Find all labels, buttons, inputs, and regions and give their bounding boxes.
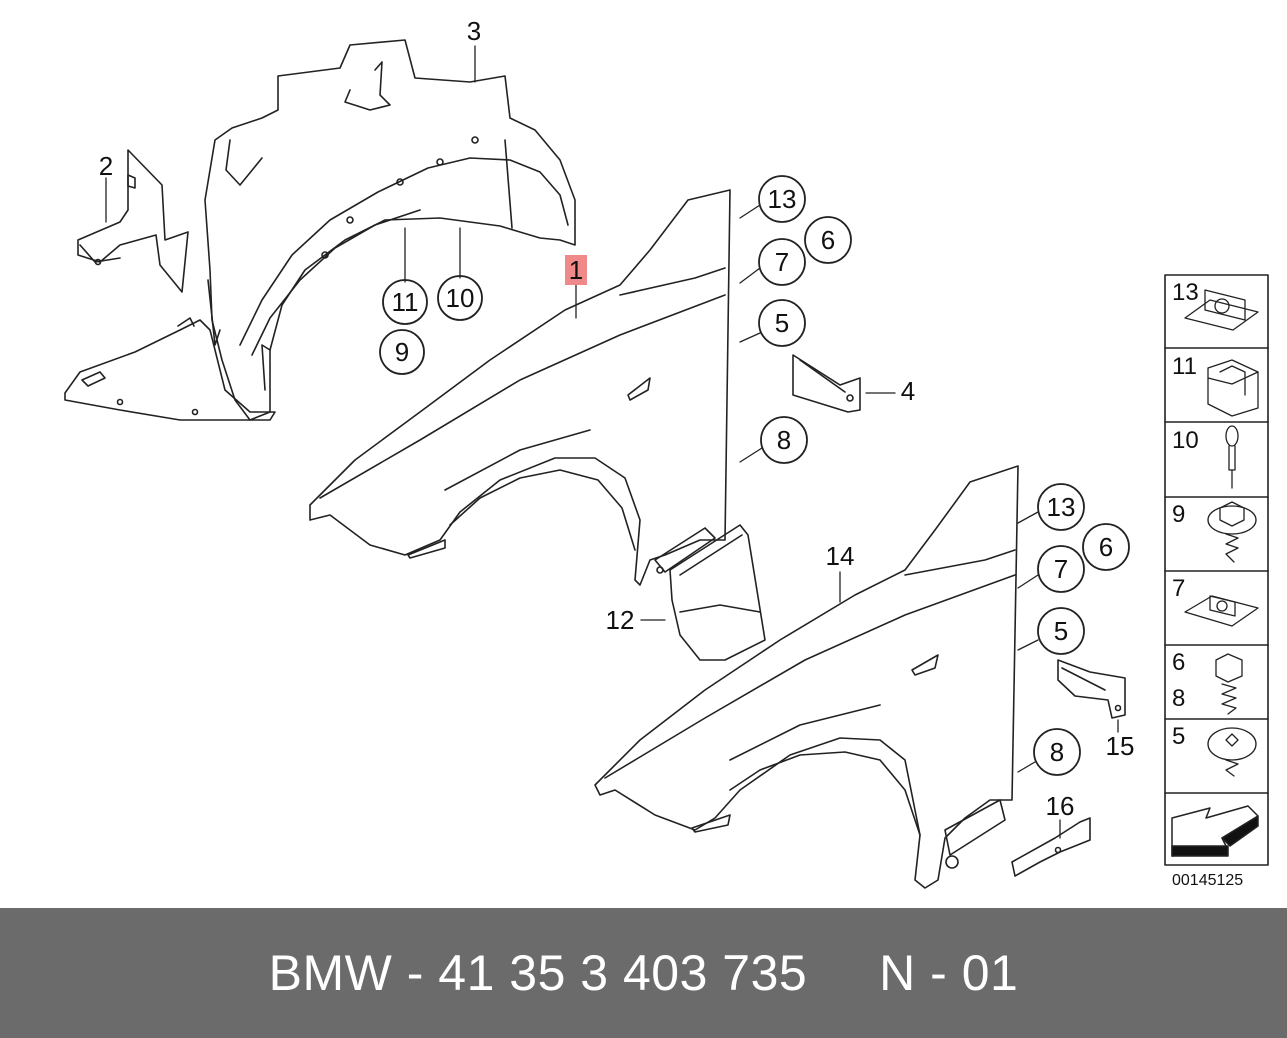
callout-7-lower: 7 [1054,554,1068,584]
plastic-clip-icon [1207,359,1259,417]
part-label-2: 2 [99,151,113,181]
callout-8-lower: 8 [1050,737,1064,767]
sidebar-label-6: 6 [1172,649,1185,676]
callout-11: 11 [392,287,419,317]
callout-7-upper: 7 [775,247,789,277]
diagram-reference-code: 00145125 [1172,872,1243,889]
front-fender [309,189,731,586]
sidebar-label-11: 11 [1172,353,1197,380]
front-fender-variant [594,465,1019,889]
leader-lines [105,45,1119,839]
part-label-3: 3 [467,16,481,46]
part-number-footer: BMW - 41 35 3 403 735 N - 01 [0,908,1287,1038]
part-label-4: 4 [901,376,915,406]
callout-13-lower: 13 [1047,492,1076,522]
sidebar-label-10: 10 [1172,427,1199,454]
sidebar-label-5: 5 [1172,723,1185,750]
sidebar-label-8: 8 [1172,685,1185,712]
rivet-icon [1225,425,1239,489]
part-label-12: 12 [606,605,635,635]
wheel-arch-liner [204,39,576,421]
hex-flange-screw-icon [1207,501,1257,563]
bracket-16 [1011,817,1091,877]
part-number-text: BMW - 41 35 3 403 735 N - 01 [268,945,1019,1001]
mud-flap [669,524,766,661]
hex-bolt-icon [1215,653,1243,715]
callout-10: 10 [446,283,475,313]
sidebar-label-13: 13 [1172,279,1199,306]
fastener-sidebar-frame [1164,274,1269,866]
spring-nut-icon [1184,595,1259,627]
liner-lower-flap [64,317,276,421]
callout-circles [379,175,1130,776]
part-label-16: 16 [1046,791,1075,821]
part-label-1: 1 [569,255,583,285]
callout-13-upper: 13 [768,184,797,214]
callout-9: 9 [395,337,409,367]
bracket-15 [1057,659,1126,719]
torx-screw-icon [1207,727,1257,777]
direction-arrow-icon [1171,805,1259,857]
highlight-marker [565,255,587,285]
part-label-14: 14 [826,541,855,571]
callout-8-upper: 8 [777,425,791,455]
clip-nut-icon [1184,289,1259,331]
callout-5-upper: 5 [775,308,789,338]
side-bracket [77,149,189,293]
callout-6-lower: 6 [1099,532,1113,562]
callout-5-lower: 5 [1054,616,1068,646]
parts-diagram: 1 2 3 4 12 14 15 16 11 10 9 13 6 7 5 8 1… [64,16,1269,889]
callout-6-upper: 6 [821,225,835,255]
part-label-15: 15 [1106,731,1135,761]
small-bracket-4 [792,354,861,413]
sidebar-label-7: 7 [1172,575,1185,602]
sidebar-label-9: 9 [1172,501,1185,528]
